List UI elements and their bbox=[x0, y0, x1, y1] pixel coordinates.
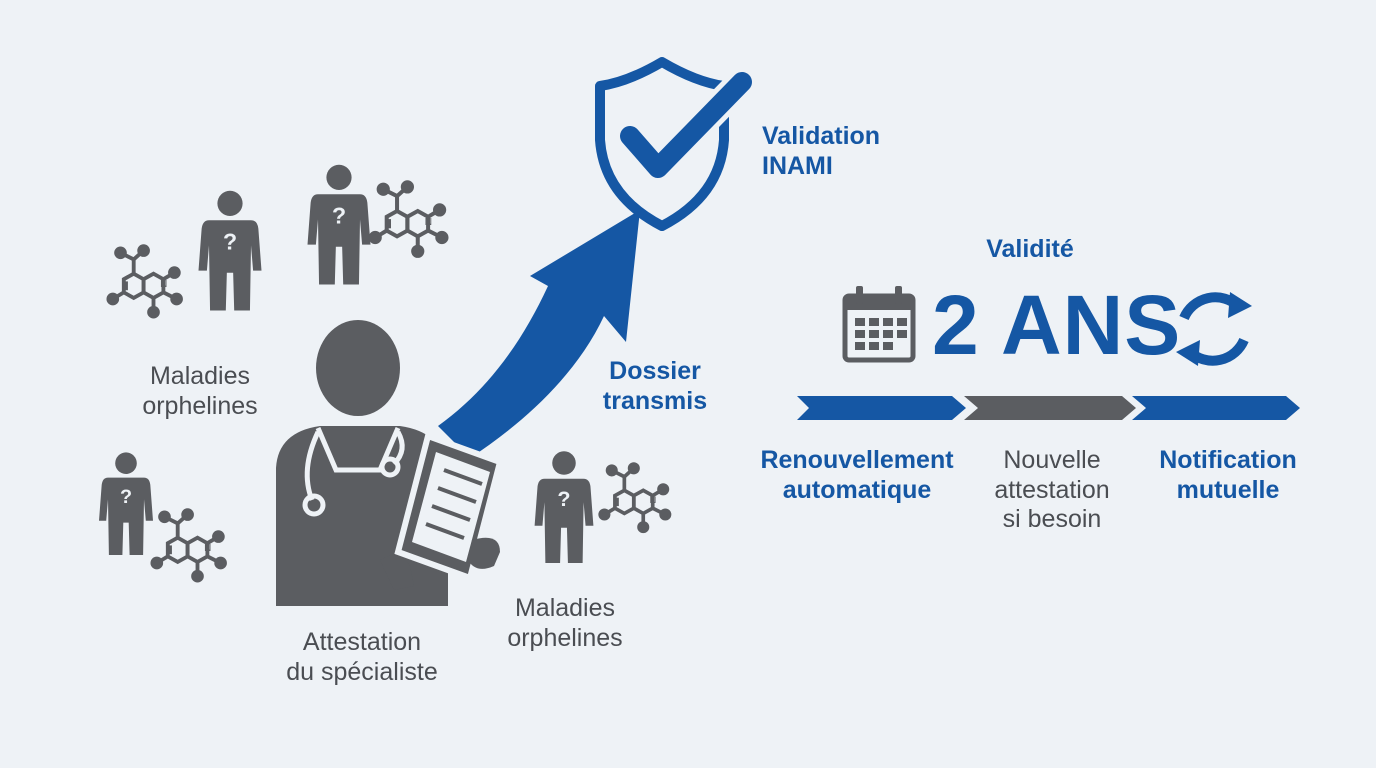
timeline-segment-3 bbox=[1132, 396, 1300, 420]
step-3-line-1: Notification bbox=[1159, 446, 1297, 474]
dossier-line-1: Dossier bbox=[609, 357, 701, 385]
maladies-left-line-1: Maladies bbox=[149, 362, 251, 390]
upward-arrow-icon bbox=[438, 210, 640, 458]
doctor-clipboard-icon bbox=[276, 320, 504, 606]
step-2-line-1: Nouvelle bbox=[1003, 446, 1101, 474]
maladies-left-line-2: orphelines bbox=[142, 391, 258, 420]
renew-arrows-icon bbox=[1176, 292, 1252, 366]
step-1-line-1: Renouvellement bbox=[760, 446, 954, 474]
patient-question-icon bbox=[307, 164, 371, 285]
molecule-icon bbox=[598, 462, 672, 534]
dossier-line-2: transmis bbox=[602, 386, 708, 415]
molecule-icon bbox=[106, 244, 183, 319]
attestation-line-1: Attestation bbox=[302, 628, 422, 656]
validation-line-1: Validation bbox=[762, 122, 881, 150]
patient-question-icon bbox=[198, 190, 262, 311]
timeline-step-2-label: Nouvelle attestation si besoin bbox=[972, 446, 1132, 535]
validation-line-2: INAMI bbox=[762, 151, 833, 180]
attestation-line-2: du spécialiste bbox=[286, 657, 438, 686]
timeline-step-1-label: Renouvellement automatique bbox=[752, 446, 962, 505]
calendar-icon bbox=[842, 286, 916, 363]
maladies-label-left: Maladies orphelines bbox=[125, 362, 275, 421]
timeline-segment-1 bbox=[797, 396, 966, 420]
duration-value: 2 ANS bbox=[932, 278, 1182, 372]
timeline-step-3-label: Notification mutuelle bbox=[1146, 446, 1310, 505]
maladies-right-line-2: orphelines bbox=[507, 623, 623, 652]
molecule-icon bbox=[371, 182, 447, 256]
step-2-line-3: si besoin bbox=[1002, 505, 1102, 533]
attestation-label: Attestation du spécialiste bbox=[262, 628, 462, 687]
patient-question-icon bbox=[99, 452, 153, 555]
validation-label: Validation INAMI bbox=[762, 122, 880, 181]
patient-question-icon bbox=[534, 451, 594, 563]
timeline-bar bbox=[797, 396, 1300, 420]
step-2-line-2: attestation bbox=[994, 475, 1110, 504]
step-1-line-2: automatique bbox=[782, 475, 932, 504]
validite-label: Validité bbox=[986, 235, 1074, 263]
shield-check-icon bbox=[595, 57, 757, 231]
maladies-right-line-1: Maladies bbox=[514, 594, 616, 622]
molecule-icon bbox=[150, 508, 227, 583]
dossier-label: Dossier transmis bbox=[585, 357, 725, 416]
maladies-label-right: Maladies orphelines bbox=[490, 594, 640, 653]
timeline-segment-2 bbox=[964, 396, 1136, 420]
step-3-line-2: mutuelle bbox=[1176, 475, 1280, 504]
